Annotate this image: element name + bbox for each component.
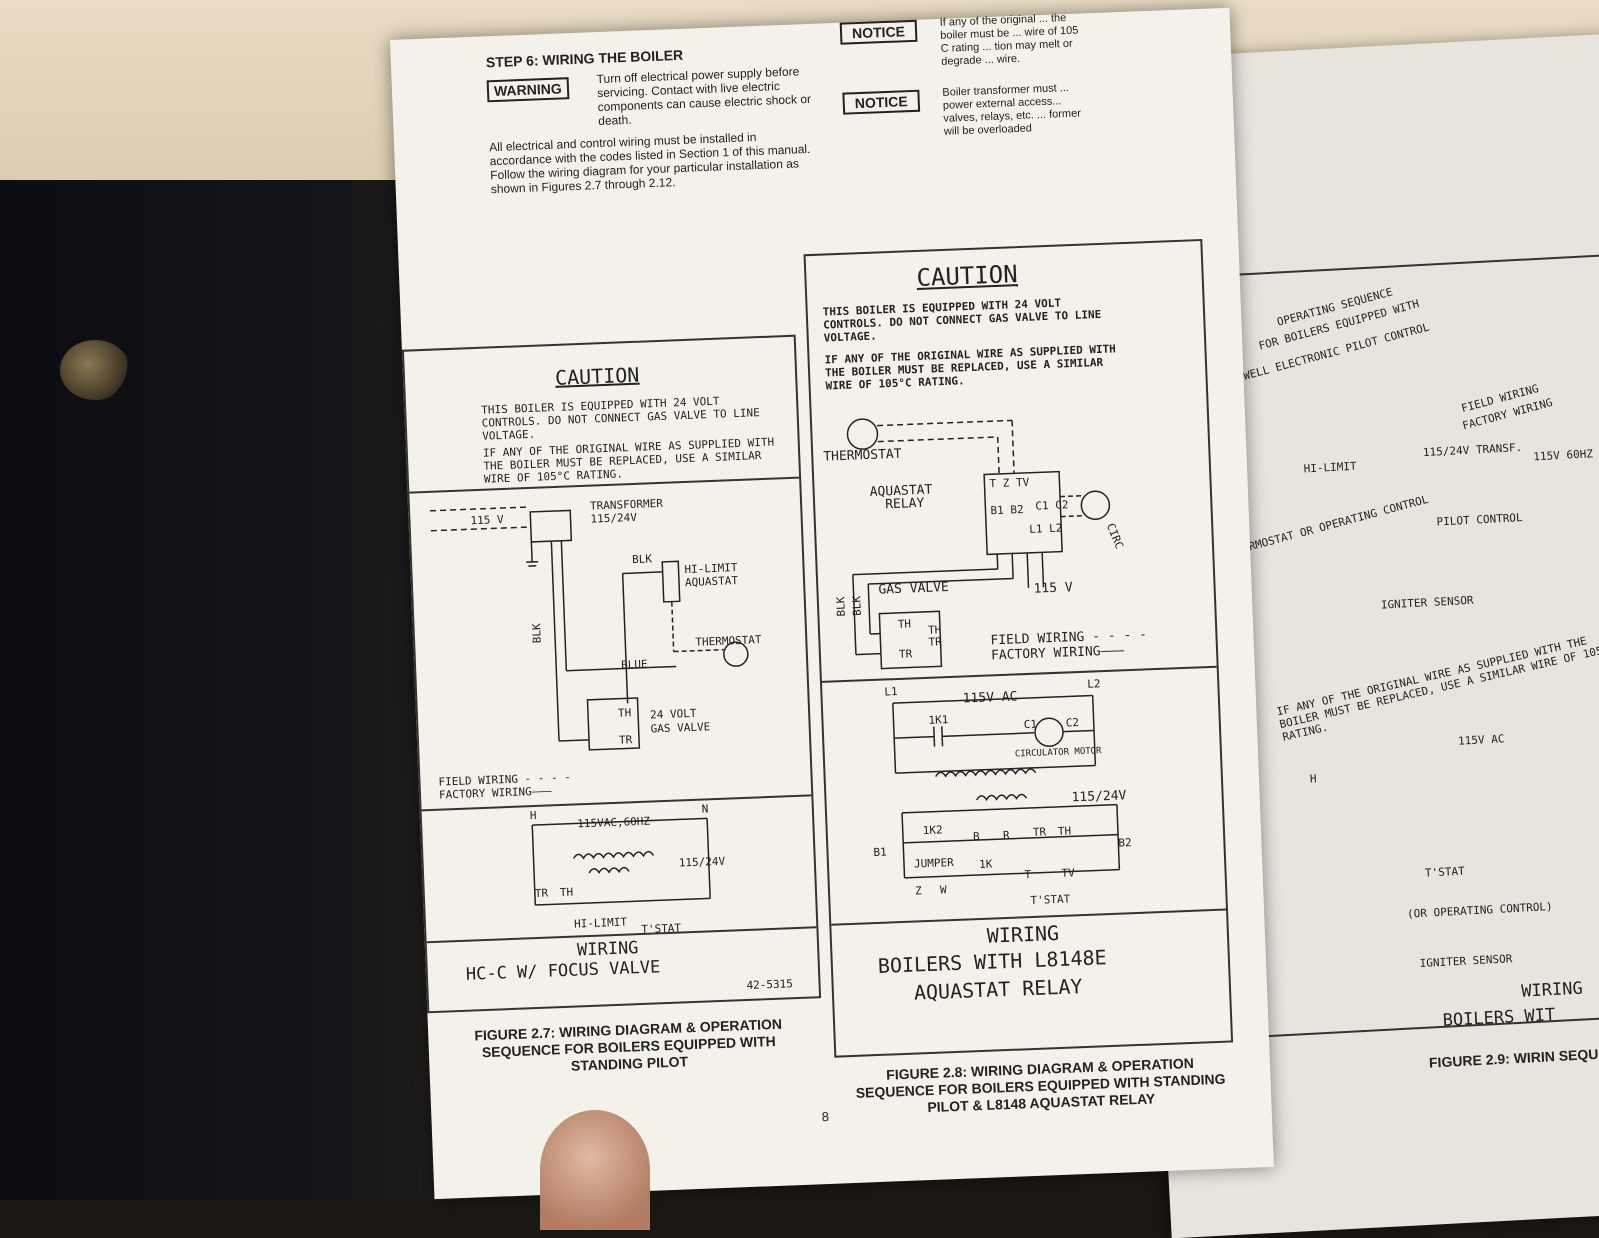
label-blk-a: BLK <box>834 596 848 616</box>
thumb <box>540 1110 650 1230</box>
label-thermostat: THERMOSTAT <box>695 633 762 649</box>
figure-2-7-frame: CAUTION THIS BOILER IS EQUIPPED WITH 24 … <box>402 335 821 1014</box>
tstat-label: T'STAT <box>1425 865 1465 880</box>
ladder-c1: C1 <box>1024 718 1038 731</box>
label-115v: 115 V <box>1033 581 1073 595</box>
label-c1c2: C1 C2 <box>1035 498 1069 512</box>
ladder-c2: C2 <box>1065 716 1079 729</box>
label-transformer-rating: 115/24V <box>590 511 637 526</box>
notice-label-2: NOTICE <box>842 90 920 115</box>
label-blk-side: BLK <box>530 623 544 643</box>
wire-note: IF ANY OF THE ORIGINAL WIRE AS SUPPLIED … <box>1275 625 1599 744</box>
transformer-label: 115/24V TRANSF. <box>1423 441 1523 459</box>
ladder-k2: 1K2 <box>922 823 942 837</box>
igniter-sensor-label-2: IGNITER SENSOR <box>1419 952 1512 970</box>
wiring-title-2: BOILERS WIT <box>1442 1005 1555 1031</box>
ladder-tstat: T'STAT <box>1030 893 1070 908</box>
ladder-l2: L2 <box>1087 677 1101 690</box>
ladder-k1b: 1K <box>979 857 993 870</box>
label-aquastat-relay-2: RELAY <box>885 497 925 511</box>
ladder-tr: TR <box>535 887 549 900</box>
label-l1l2: L1 L2 <box>1029 522 1063 536</box>
wiring-title-2: HC-C W/ FOCUS VALVE <box>466 957 661 984</box>
ladder-b: B <box>973 830 980 843</box>
background-dark-fabric <box>0 180 470 1200</box>
or-operating-label: (OR OPERATING CONTROL) <box>1407 900 1553 921</box>
ladder-th: TH <box>1058 824 1072 837</box>
figure-2-9-caption: FIGURE 2.9: WIRIN SEQUENCE FOR INTER <box>1423 1039 1599 1072</box>
wiring-title-1: WIRING <box>577 938 639 960</box>
label-gas-valve-1: 24 VOLT <box>650 707 697 722</box>
figure-2-8-frame: CAUTION THIS BOILER IS EQUIPPED WITH 24 … <box>804 239 1234 1058</box>
label-thermostat: THERMOSTAT <box>823 448 902 464</box>
ladder-tr: TR <box>1033 825 1047 838</box>
warning-text: Turn off electrical power supply before … <box>596 64 818 128</box>
pilot-control-label: PILOT CONTROL <box>1436 511 1523 528</box>
caution-line-1: THIS BOILER IS EQUIPPED WITH 24 VOLT CON… <box>481 393 772 443</box>
figure-2-8-caption: FIGURE 2.8: WIRING DIAGRAM & OPERATION S… <box>855 1054 1227 1119</box>
wiring-title-3: AQUASTAT RELAY <box>914 976 1083 1002</box>
ladder-n: N <box>702 802 709 815</box>
ladder-secondary: 115/24V <box>679 855 726 870</box>
label-th: TH <box>618 706 632 719</box>
label-115v: 115 V <box>470 513 504 527</box>
label-terminals-mid: B1 B2 <box>990 503 1024 517</box>
ladder-jumper: JUMPER <box>914 856 954 871</box>
ladder-supply: 115V AC <box>962 690 1017 705</box>
ladder-r: R <box>1003 829 1010 842</box>
label-terminals-top: T Z TV <box>989 476 1029 491</box>
wiring-title-2: BOILERS WITH L8148E <box>878 947 1107 976</box>
label-gas-valve-2: GAS VALVE <box>650 720 710 735</box>
intro-text: All electrical and control wiring must b… <box>489 128 821 197</box>
manual-left-page: STEP 6: WIRING THE BOILER WARNING Turn o… <box>390 8 1274 1199</box>
igniter-sensor-label: IGNITER SENSOR <box>1381 594 1474 612</box>
label-tr: TR <box>619 733 633 746</box>
label-aquastat: AQUASTAT <box>685 574 738 589</box>
ladder-schematic <box>822 666 1226 931</box>
label-tr: TR <box>899 647 913 660</box>
v115-label: 115V 60HZ <box>1533 447 1593 463</box>
label-blk-b: BLK <box>850 596 864 616</box>
page-number: 8 <box>821 1109 829 1124</box>
caution-title: CAUTION <box>916 260 1018 292</box>
notice-text-1: If any of the original ... the boiler mu… <box>940 12 1082 69</box>
brass-knob <box>60 340 130 400</box>
step-title: STEP 6: WIRING THE BOILER <box>486 47 684 71</box>
notice-text-2: Boiler transformer must ... power extern… <box>942 81 1084 138</box>
ladder-k1: 1K1 <box>928 713 948 727</box>
caution-line-1: THIS BOILER IS EQUIPPED WITH 24 VOLT CON… <box>823 294 1114 344</box>
ac-label: 115V AC <box>1458 732 1505 747</box>
ladder-z: Z <box>915 884 922 897</box>
ladder-w: W <box>940 883 947 896</box>
label-blk-top: BLK <box>632 552 652 566</box>
notice-label-1: NOTICE <box>840 20 918 45</box>
ladder-b1: B1 <box>873 846 887 859</box>
wiring-title-1: WIRING <box>1521 979 1583 1002</box>
part-number: 42-5315 <box>746 977 793 992</box>
label-blue: BLUE <box>621 658 648 672</box>
ladder-th: TH <box>560 886 574 899</box>
label-gas-valve: GAS VALVE <box>878 581 949 597</box>
ladder-secondary: 115/24V <box>1071 789 1126 804</box>
ladder-h: H <box>530 809 537 822</box>
ladder-l1: L1 <box>884 685 898 698</box>
figure-2-7-caption: FIGURE 2.7: WIRING DIAGRAM & OPERATION S… <box>448 1015 810 1080</box>
label-th: TH <box>898 617 912 630</box>
h-label: H <box>1310 772 1317 785</box>
caution-title: CAUTION <box>555 363 640 390</box>
label-tr2: TR <box>928 635 942 648</box>
warning-label: WARNING <box>487 77 569 102</box>
ladder-tv: TV <box>1061 866 1075 879</box>
ladder-b2: B2 <box>1118 836 1132 849</box>
wiring-title-1: WIRING <box>986 923 1059 946</box>
hi-limit-label: HI-LIMIT <box>1303 460 1357 476</box>
ladder-hi-limit: HI-LIMIT <box>574 916 627 931</box>
ladder-t: T <box>1024 868 1031 881</box>
